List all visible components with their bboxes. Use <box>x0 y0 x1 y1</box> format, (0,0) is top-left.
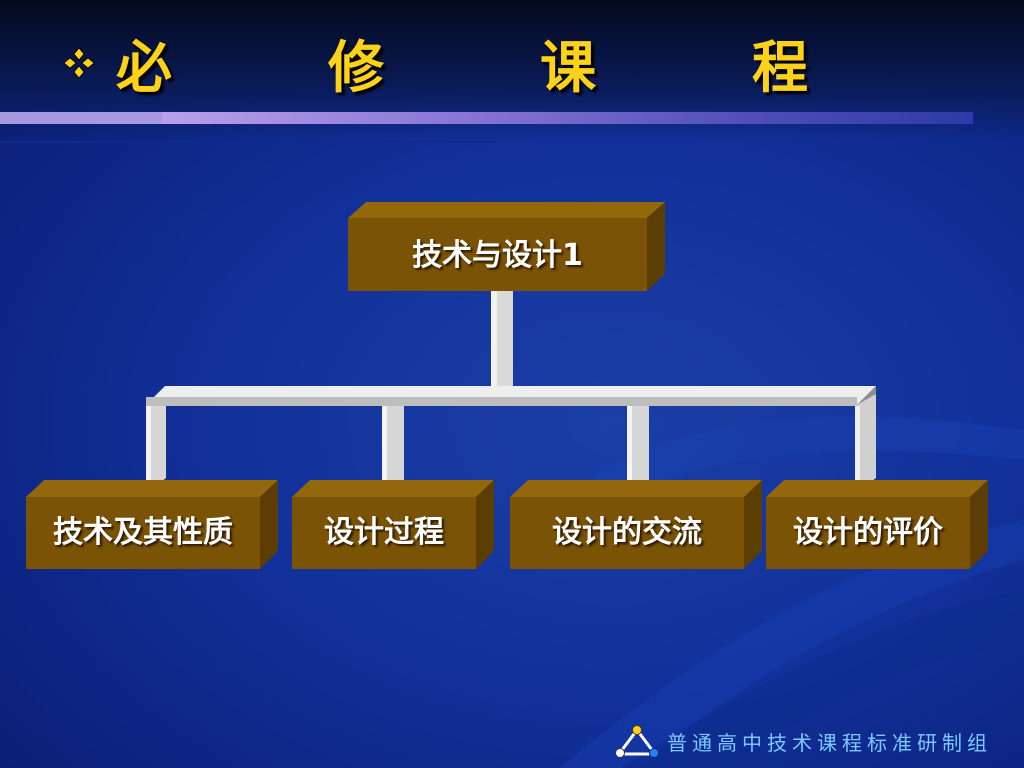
title-thin-line <box>0 141 495 143</box>
title-row: 必 修 课 程 <box>62 28 858 101</box>
slide-title: 必 修 课 程 <box>116 35 858 101</box>
child-connectors <box>146 394 876 496</box>
child-node-label-4: 设计的评价 <box>793 515 943 550</box>
child-node-box-3 <box>510 480 762 569</box>
root-node-label: 技术与设计1 <box>412 238 583 273</box>
child-node-label-3: 设计的交流 <box>552 515 702 550</box>
footer: 普通高中技术课程标准研制组 <box>615 724 992 758</box>
horizontal-connector-bar <box>146 386 876 406</box>
footer-text: 普通高中技术课程标准研制组 <box>667 730 992 755</box>
title-underline-gradient <box>162 112 973 124</box>
triangle-logo-icon <box>615 725 659 758</box>
root-connector <box>491 290 513 386</box>
child-node-label-2: 设计过程 <box>324 515 444 550</box>
child-node-box-1 <box>26 480 278 569</box>
title-underline-left <box>0 112 162 124</box>
diamond-bullet-icon <box>63 47 95 79</box>
child-node-box-2 <box>292 480 494 569</box>
root-node-box <box>348 202 665 291</box>
child-node-label-1: 技术及其性质 <box>53 515 233 550</box>
child-node-box-4 <box>766 480 988 569</box>
